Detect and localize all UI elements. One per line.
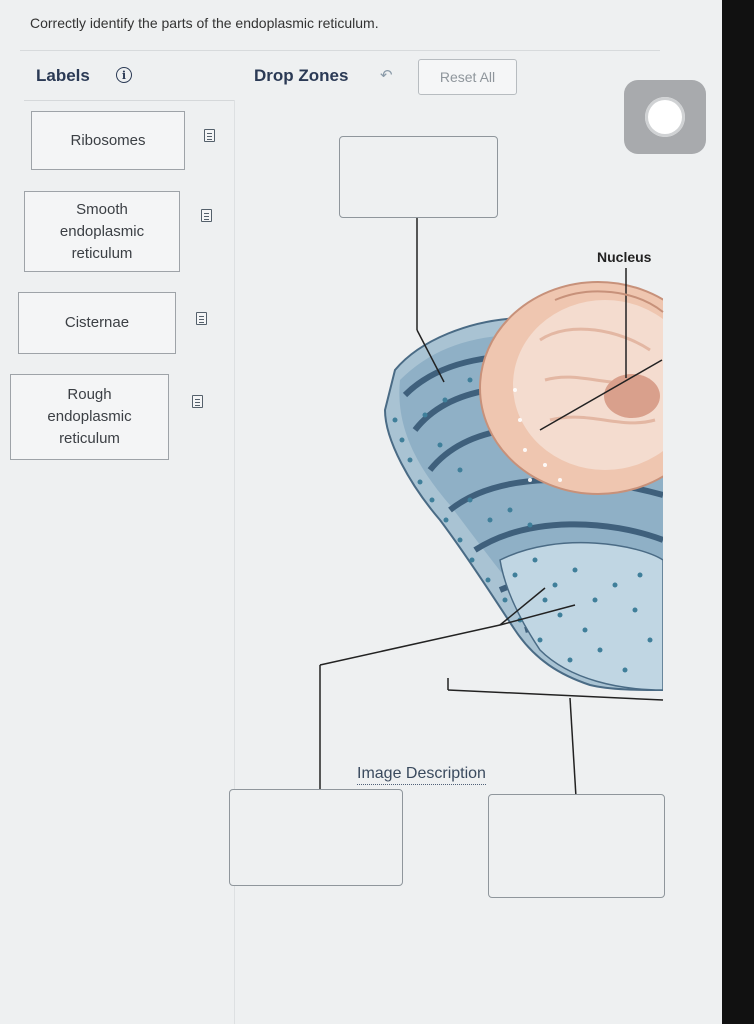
record-button[interactable] xyxy=(624,80,706,154)
leader-lines xyxy=(319,217,664,798)
drop-zone-bottom-right[interactable] xyxy=(488,794,665,898)
ribosome-dots xyxy=(392,377,653,673)
image-description-link[interactable]: Image Description xyxy=(357,765,486,785)
reset-all-button[interactable]: Reset All xyxy=(418,59,517,95)
document-icon[interactable] xyxy=(201,209,212,222)
document-icon[interactable] xyxy=(204,129,215,142)
nucleus-label: Nucleus xyxy=(597,249,652,265)
document-icon[interactable] xyxy=(196,312,207,325)
labels-panel-divider xyxy=(24,100,234,101)
document-icon[interactable] xyxy=(192,395,203,408)
drop-zone-top[interactable] xyxy=(339,136,498,218)
label-text: Cisternae xyxy=(64,314,130,331)
panel-separator xyxy=(234,100,235,1024)
activity-page: Correctly identify the parts of the endo… xyxy=(0,0,722,1024)
er-illustration xyxy=(383,281,663,691)
er-diagram xyxy=(319,217,664,798)
drop-zones-heading: Drop Zones xyxy=(254,66,349,85)
label-text: Ribosomes xyxy=(70,131,146,149)
drop-zone-bottom-left[interactable] xyxy=(229,789,403,886)
label-card-ribosomes[interactable]: Ribosomes xyxy=(31,111,185,170)
record-icon xyxy=(645,97,685,137)
undo-icon[interactable]: ↶ xyxy=(380,67,393,84)
label-card-smooth-er[interactable]: Smooth endoplasmic reticulum xyxy=(24,191,180,272)
screen-edge xyxy=(722,0,754,1024)
question-prompt: Correctly identify the parts of the endo… xyxy=(30,15,379,31)
label-card-cisternae[interactable]: Cisternae xyxy=(18,292,176,354)
label-text: Smooth endoplasmic reticulum xyxy=(59,200,145,262)
info-icon[interactable]: i xyxy=(116,67,132,83)
divider xyxy=(20,50,660,51)
labels-heading: Labels xyxy=(36,66,90,85)
label-card-rough-er[interactable]: Rough endoplasmic reticulum xyxy=(10,374,169,460)
label-text: Rough endoplasmic reticulum xyxy=(47,386,132,447)
